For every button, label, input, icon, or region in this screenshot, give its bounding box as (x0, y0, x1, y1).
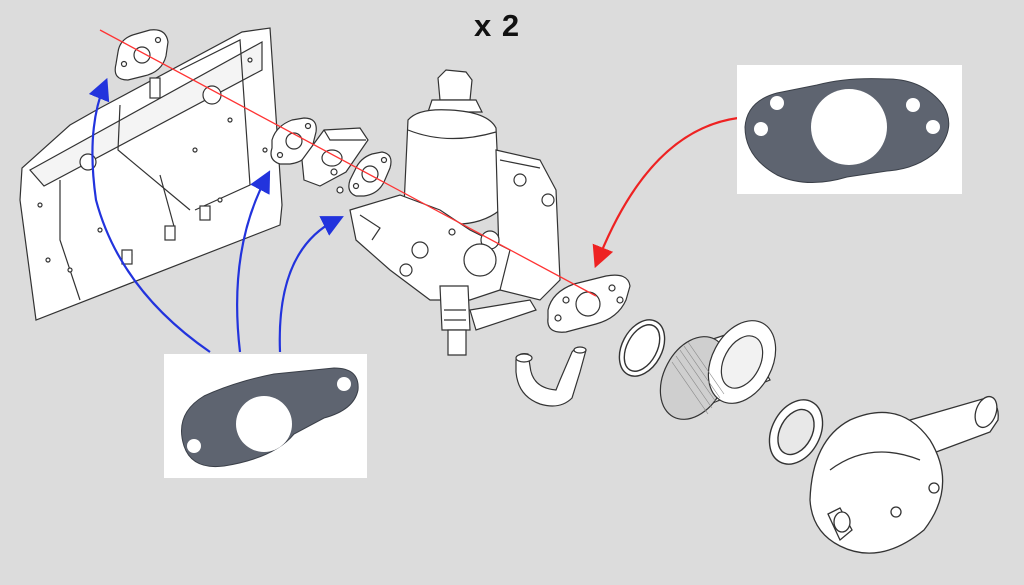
spacer-gasket-1 (270, 117, 317, 165)
insulator-block (301, 127, 369, 194)
filter-gasket (547, 274, 631, 333)
blue-arrow-to-spacer-gasket (236, 170, 271, 353)
blue-arrow-to-plate-gasket (88, 77, 211, 353)
mounting-plate (19, 27, 283, 321)
quantity-label: x 2 (474, 8, 521, 43)
air-filter-gasket-photo (737, 65, 962, 194)
plate-gasket (114, 29, 169, 81)
blue-arrow-to-insulator (278, 216, 344, 353)
retaining-ring (768, 399, 824, 465)
red-arrow-to-filter-gasket (592, 116, 739, 269)
filter-element (659, 320, 777, 420)
carburettor (349, 69, 561, 356)
air-cleaner-housing (809, 395, 999, 554)
alignment-centerline (99, 29, 597, 297)
breather-elbow (515, 346, 587, 407)
flange-gasket-photo (164, 354, 367, 478)
sealing-ring (618, 319, 666, 377)
